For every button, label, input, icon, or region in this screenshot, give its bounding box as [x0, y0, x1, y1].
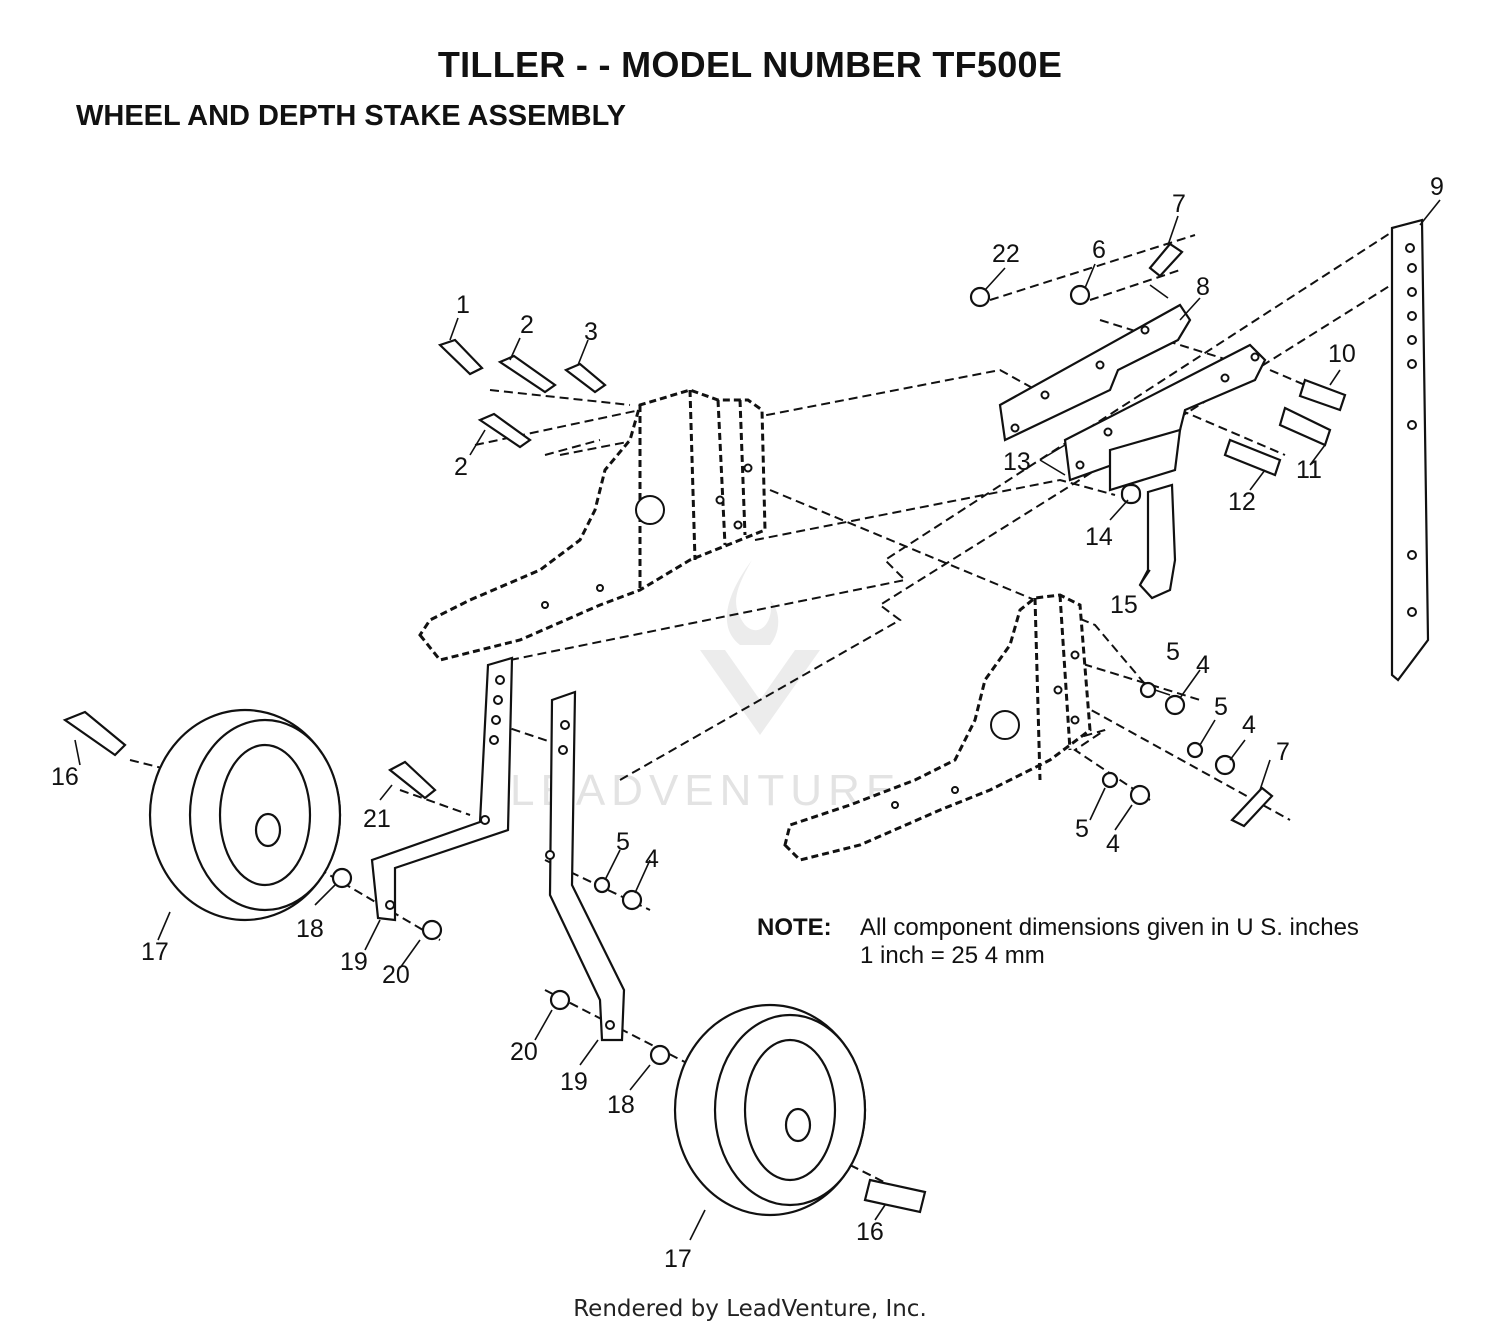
assembly-subtitle: WHEEL AND DEPTH STAKE ASSEMBLY: [76, 100, 626, 132]
footer-credit: Rendered by LeadVenture, Inc.: [573, 1296, 927, 1322]
flame-logo-icon: [726, 560, 779, 645]
depth-stake: [1390, 218, 1430, 682]
callout-2: 2: [520, 311, 534, 339]
callout-5: 5: [1166, 638, 1180, 666]
callout-6: 6: [1092, 236, 1106, 264]
fasteners: [62, 242, 1347, 1214]
depth-stake-latch: [1120, 483, 1177, 600]
v-logo-icon: [700, 650, 820, 735]
callout-9: 9: [1430, 173, 1444, 201]
callout-4: 4: [645, 845, 659, 873]
callout-15: 15: [1110, 591, 1138, 619]
callout-8: 8: [1196, 273, 1210, 301]
note-label: NOTE:: [757, 914, 832, 941]
callout-16: 16: [856, 1218, 884, 1246]
callout-22: 22: [992, 240, 1020, 268]
callout-4: 4: [1242, 711, 1256, 739]
wheel-upper: [148, 708, 342, 922]
callout-17: 17: [141, 938, 169, 966]
callout-7: 7: [1172, 190, 1186, 218]
callout-2: 2: [454, 453, 468, 481]
callout-18: 18: [296, 915, 324, 943]
callout-14: 14: [1085, 523, 1113, 551]
callout-20: 20: [382, 961, 410, 989]
callout-21: 21: [363, 805, 391, 833]
callout-1: 1: [456, 291, 470, 319]
callout-11: 11: [1296, 456, 1322, 484]
callout-5: 5: [616, 828, 630, 856]
stake-bracket-plates: [998, 303, 1267, 492]
callout-numbers: 1 2 3 2 22 6 7 8 9 10 11 12 13 14 15 5 4…: [51, 173, 1444, 1273]
callout-17: 17: [664, 1245, 692, 1273]
leader-lines: [74, 199, 1441, 1241]
callout-3: 3: [584, 318, 598, 346]
left-frame-bracket: [418, 388, 767, 662]
callout-19: 19: [560, 1068, 588, 1096]
callout-16: 16: [51, 763, 79, 791]
callout-18: 18: [607, 1091, 635, 1119]
callout-5: 5: [1214, 693, 1228, 721]
callout-7: 7: [1276, 738, 1290, 766]
callout-4: 4: [1196, 651, 1210, 679]
callout-12: 12: [1228, 488, 1256, 516]
callout-19: 19: [340, 948, 368, 976]
wheel-brackets: [370, 656, 626, 1042]
dimension-note: NOTE: All component dimensions given in …: [757, 914, 1359, 969]
callout-10: 10: [1328, 340, 1356, 368]
page-title: TILLER - - MODEL NUMBER TF500E: [437, 44, 1063, 85]
note-line-1: All component dimensions given in U S. i…: [860, 914, 1359, 941]
wheel-lower: [673, 1003, 867, 1217]
callout-5: 5: [1075, 815, 1089, 843]
right-frame-bracket: [783, 593, 1092, 862]
note-line-2: 1 inch = 25 4 mm: [860, 942, 1045, 969]
callout-20: 20: [510, 1038, 538, 1066]
callout-4: 4: [1106, 830, 1120, 858]
callout-13: 13: [1003, 448, 1031, 476]
